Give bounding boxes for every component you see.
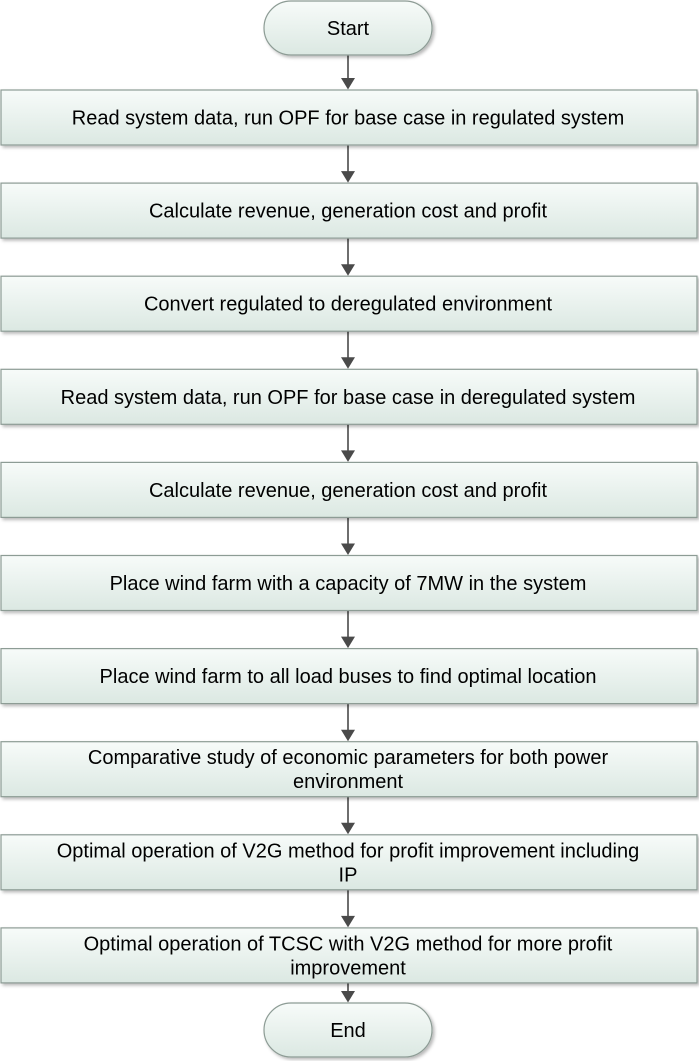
process-step-label: Place wind farm to all load buses to fin… — [100, 666, 597, 688]
process-step-7: Place wind farm to all load buses to fin… — [0, 647, 698, 705]
process-box — [0, 741, 698, 798]
connector-arrow — [341, 796, 355, 835]
process-step-label: Place wind farm with a capacity of 7MW i… — [110, 573, 587, 595]
arrow-head — [341, 264, 355, 276]
connector-arrow — [341, 424, 355, 462]
connector-arrow — [341, 889, 355, 928]
process-box — [0, 182, 698, 239]
process-step-9: Optimal operation of V2G method for prof… — [0, 834, 698, 891]
process-step-label: environment — [293, 771, 404, 793]
process-step-4: Read system data, run OPF for base case … — [0, 368, 698, 425]
connector-arrow — [341, 517, 355, 555]
process-steps: Read system data, run OPF for base case … — [0, 89, 698, 984]
process-box — [0, 368, 698, 425]
arrow-head — [341, 357, 355, 369]
arrow-head — [341, 636, 355, 649]
process-step-8: Comparative study of economic parameters… — [0, 741, 698, 798]
arrow-head — [341, 822, 355, 835]
end-terminal-shape — [263, 1002, 433, 1058]
connector-arrow — [341, 703, 355, 742]
process-step-5: Calculate revenue, generation cost and p… — [0, 461, 698, 518]
arrow-head — [341, 915, 355, 928]
process-step-3: Convert regulated to deregulated environ… — [0, 275, 698, 332]
process-step-1: Read system data, run OPF for base case … — [0, 89, 698, 146]
process-box — [0, 275, 698, 332]
end-label: End — [330, 1020, 366, 1042]
process-step-label: Read system data, run OPF for base case … — [72, 108, 624, 130]
connector-arrows — [341, 55, 355, 1003]
connector-arrow — [341, 331, 355, 369]
process-step-label: IP — [339, 864, 358, 886]
process-box — [0, 554, 698, 612]
process-step-label: Read system data, run OPF for base case … — [61, 387, 636, 409]
process-step-label: improvement — [290, 957, 406, 979]
arrow-head — [341, 543, 355, 555]
process-box — [0, 927, 698, 984]
connector-arrow — [341, 982, 355, 1003]
arrow-head — [341, 78, 355, 90]
process-step-2: Calculate revenue, generation cost and p… — [0, 182, 698, 239]
start-terminal: Start — [263, 0, 433, 56]
process-box — [0, 89, 698, 146]
process-step-10: Optimal operation of TCSC with V2G metho… — [0, 927, 698, 984]
arrow-head — [341, 991, 355, 1003]
process-step-label: Calculate revenue, generation cost and p… — [149, 201, 547, 223]
start-label: Start — [327, 18, 370, 40]
connector-arrow — [341, 610, 355, 649]
process-step-label: Optimal operation of TCSC with V2G metho… — [84, 933, 613, 955]
process-box — [0, 834, 698, 891]
process-box — [0, 647, 698, 705]
connector-arrow — [341, 145, 355, 183]
arrow-head — [341, 729, 355, 742]
connector-arrow — [341, 238, 355, 276]
connector-arrow — [341, 55, 355, 90]
process-step-label: Calculate revenue, generation cost and p… — [149, 480, 547, 502]
arrow-head — [341, 171, 355, 183]
end-terminal: End — [263, 1002, 433, 1058]
process-step-6: Place wind farm with a capacity of 7MW i… — [0, 554, 698, 612]
process-step-label: Optimal operation of V2G method for prof… — [57, 840, 640, 862]
process-box — [0, 461, 698, 518]
process-step-label: Comparative study of economic parameters… — [88, 747, 609, 769]
process-step-label: Convert regulated to deregulated environ… — [144, 294, 552, 316]
start-terminal-shape — [263, 0, 433, 56]
arrow-head — [341, 450, 355, 462]
